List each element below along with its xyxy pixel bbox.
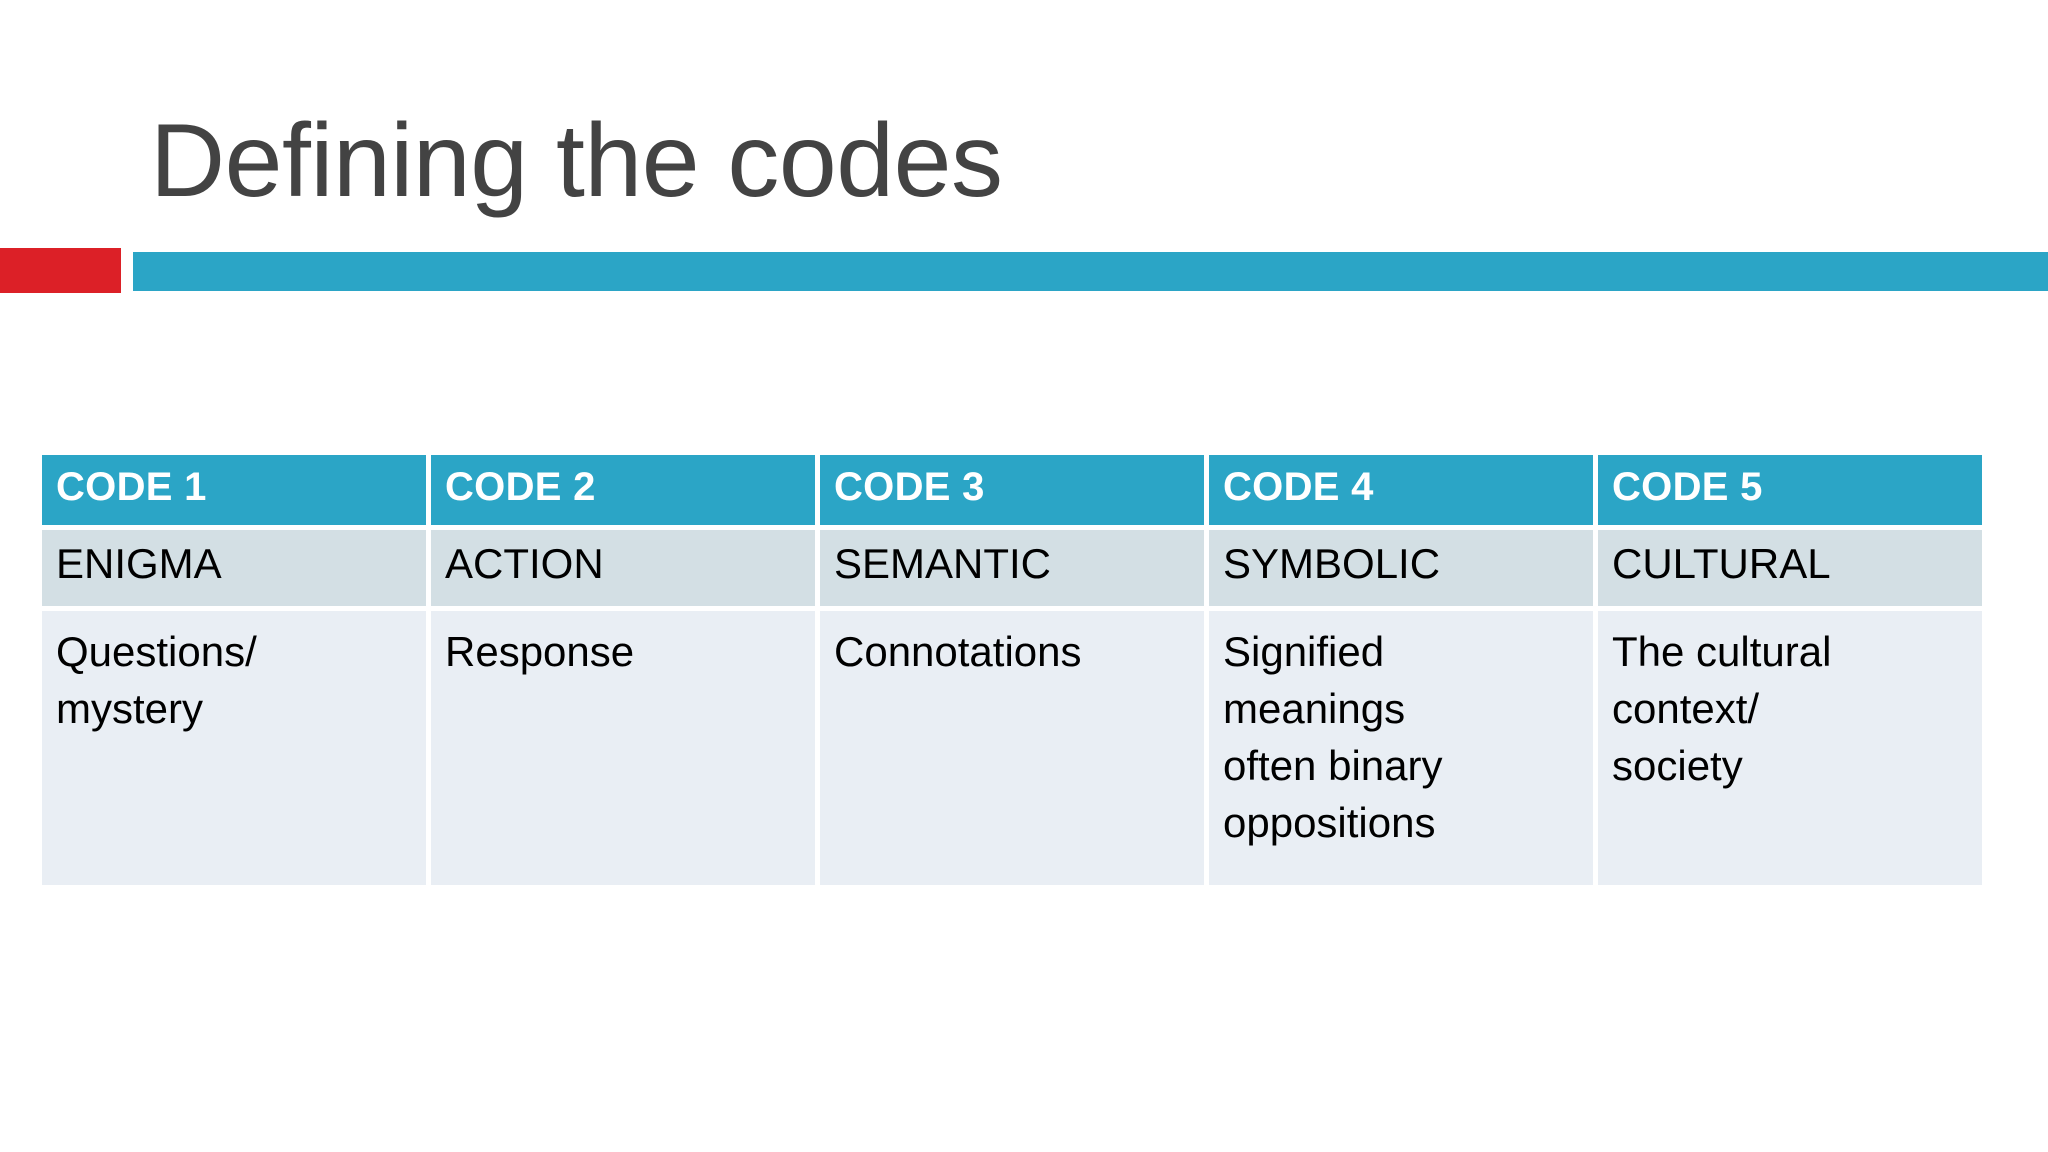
- cell-line: Response: [445, 628, 635, 675]
- table-row-terms: ENIGMA ACTION SEMANTIC SYMBOLIC CULTURAL: [42, 530, 1982, 606]
- cell-line: mystery: [56, 685, 203, 732]
- cell-term-code-4: SYMBOLIC: [1209, 530, 1593, 606]
- cell-desc-code-1: Questions/ mystery: [42, 611, 426, 885]
- column-header-code-3: CODE 3: [820, 455, 1204, 525]
- column-header-code-1: CODE 1: [42, 455, 426, 525]
- accent-bar-red: [0, 248, 121, 293]
- cell-line: ACTION: [445, 540, 604, 587]
- cell-line: society: [1612, 742, 1743, 789]
- cell-line: SEMANTIC: [834, 540, 1052, 587]
- cell-line: SYMBOLIC: [1223, 540, 1441, 587]
- cell-desc-code-5: The cultural context/ society: [1598, 611, 1982, 885]
- cell-desc-code-3: Connotations: [820, 611, 1204, 885]
- cell-desc-code-4: Signified meanings often binary oppositi…: [1209, 611, 1593, 885]
- column-header-code-4: CODE 4: [1209, 455, 1593, 525]
- cell-term-code-2: ACTION: [431, 530, 815, 606]
- cell-term-code-5: CULTURAL: [1598, 530, 1982, 606]
- column-header-code-2: CODE 2: [431, 455, 815, 525]
- table-row-descriptions: Questions/ mystery Response Connotations…: [42, 611, 1982, 885]
- cell-line: often binary: [1223, 742, 1443, 789]
- cell-desc-code-2: Response: [431, 611, 815, 885]
- cell-line: meanings: [1223, 685, 1406, 732]
- page-title: Defining the codes: [150, 103, 1003, 219]
- cell-line: context/: [1612, 685, 1760, 732]
- cell-line: CULTURAL: [1612, 540, 1831, 587]
- table-header-row: CODE 1 CODE 2 CODE 3 CODE 4 CODE 5: [42, 455, 1982, 525]
- accent-bar-teal: [133, 252, 2048, 291]
- cell-line: Connotations: [834, 628, 1082, 675]
- cell-line: The cultural: [1612, 628, 1832, 675]
- column-header-code-5: CODE 5: [1598, 455, 1982, 525]
- cell-term-code-3: SEMANTIC: [820, 530, 1204, 606]
- cell-line: ENIGMA: [56, 540, 222, 587]
- cell-line: oppositions: [1223, 799, 1436, 846]
- cell-term-code-1: ENIGMA: [42, 530, 426, 606]
- cell-line: Signified: [1223, 628, 1385, 675]
- cell-line: Questions/: [56, 628, 257, 675]
- codes-table: CODE 1 CODE 2 CODE 3 CODE 4 CODE 5 ENIGM…: [37, 450, 1987, 890]
